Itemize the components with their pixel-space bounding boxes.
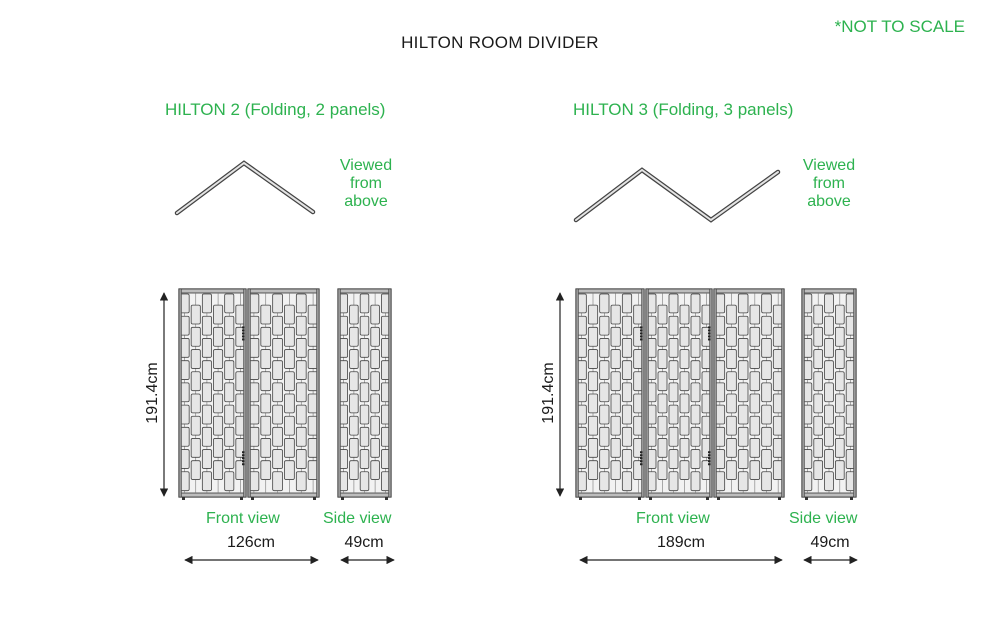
hilton-3-top-view-inner xyxy=(575,168,779,222)
hilton-2-side-view-label: Side view xyxy=(323,510,392,527)
viewed-line-1: Viewed xyxy=(339,157,393,174)
hilton-3-front-view-label: Front view xyxy=(636,510,710,527)
hilton-2-front-view-label: Front view xyxy=(206,510,280,527)
hilton-3-front-width-label: 189cm xyxy=(656,534,706,551)
hilton-2-front-panel-1 xyxy=(178,288,247,500)
panels xyxy=(178,288,857,500)
hilton-3-side-width-label: 49cm xyxy=(810,534,850,551)
hilton-3-height-label: 191.4cm xyxy=(540,362,557,424)
viewed-line-2: from xyxy=(350,175,382,192)
hilton-2-top-view xyxy=(174,160,316,216)
hilton-2-front-panel-2 xyxy=(247,288,320,500)
viewed-line-1: Viewed xyxy=(802,157,856,174)
hilton-3-front-panel-2 xyxy=(645,288,713,500)
diagram-title: HILTON ROOM DIVIDER xyxy=(401,33,599,52)
hilton-3-side-view-label: Side view xyxy=(789,510,858,527)
hilton-2-side-panel xyxy=(337,288,392,500)
hilton-2-height-label: 191.4cm xyxy=(144,362,161,424)
viewed-line-3: above xyxy=(344,193,388,210)
hilton-2-side-width-label: 49cm xyxy=(344,534,384,551)
hilton-2-viewed-from-above: Viewed from above xyxy=(316,157,416,211)
hilton-3-front-panel-3 xyxy=(713,288,785,500)
dimension-arrows xyxy=(159,292,858,565)
hilton-3-side-panel xyxy=(801,288,857,500)
hilton-2-top-view-inner xyxy=(176,161,314,214)
viewed-line-3: above xyxy=(807,193,851,210)
hilton-3-viewed-from-above: Viewed from above xyxy=(779,157,879,211)
hilton-3-front-panel-1 xyxy=(575,288,645,500)
hilton-2-front-width-label: 126cm xyxy=(226,534,276,551)
hilton-3-subtitle: HILTON 3 (Folding, 3 panels) xyxy=(573,100,794,119)
viewed-line-2: from xyxy=(813,175,845,192)
scale-note: *NOT TO SCALE xyxy=(834,17,965,36)
hilton-2-subtitle: HILTON 2 (Folding, 2 panels) xyxy=(165,100,386,119)
